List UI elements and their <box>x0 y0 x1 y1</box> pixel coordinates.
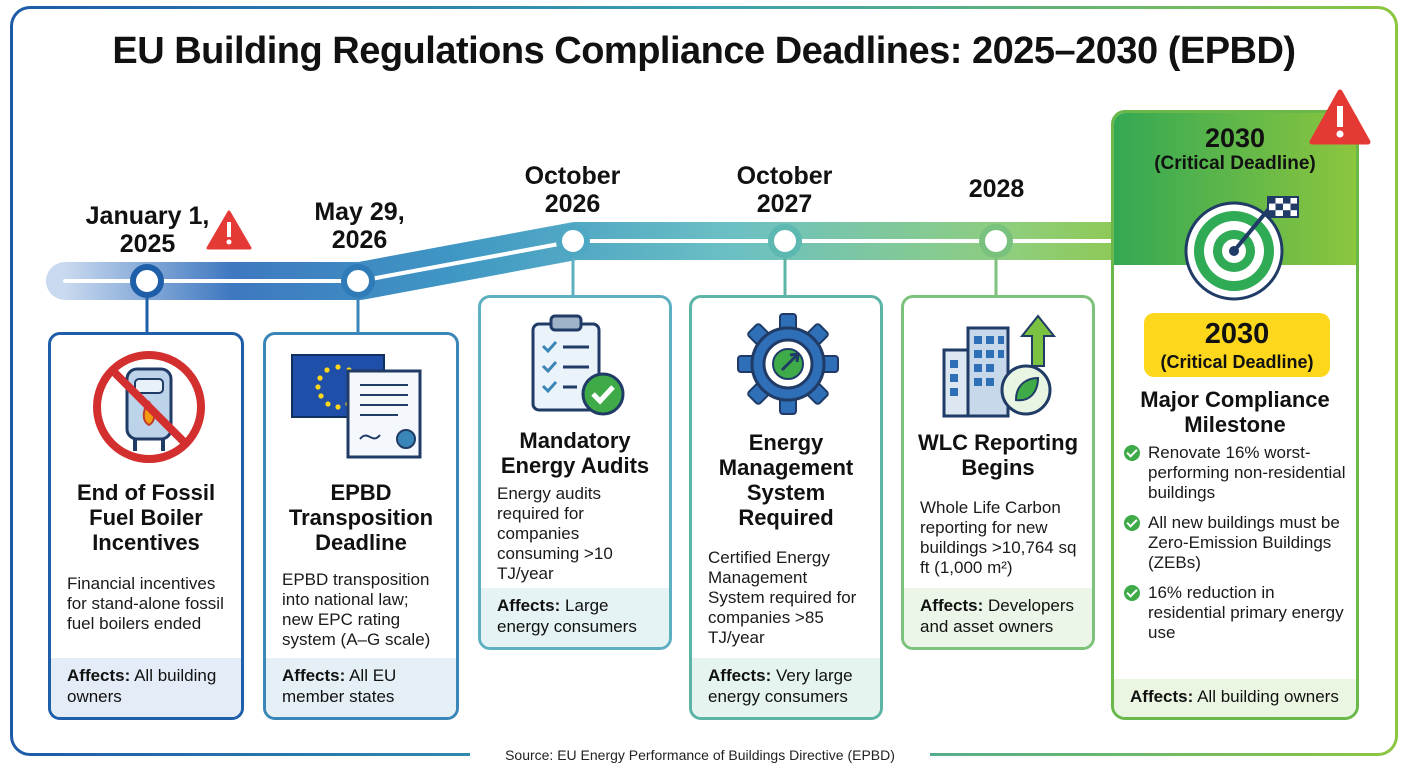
milestone-heading: End of Fossil Fuel Boiler Incentives <box>76 480 216 555</box>
clipboard-check-icon <box>531 314 625 416</box>
milestone-card-5: WLC Reporting Begins Whole Life Carbon r… <box>901 295 1095 650</box>
date-2: May 29,2026 <box>314 198 405 254</box>
milestone-card-2: EPBD Transposition Deadline EPBD transpo… <box>263 332 459 720</box>
milestone-heading: Energy Management System Required <box>718 430 854 530</box>
milestone-text: Financial incentives for stand-alone fos… <box>67 574 224 633</box>
source-note: Source: EU Energy Performance of Buildin… <box>470 744 930 766</box>
milestone-card-1: End of Fossil Fuel Boiler Incentives Fin… <box>48 332 244 720</box>
milestone-card-3: Mandatory Energy Audits Energy audits re… <box>478 295 672 650</box>
milestone-text: EPBD transposition into national law; ne… <box>282 570 431 649</box>
critical-warning-icon <box>1309 89 1371 145</box>
check-icon <box>1124 445 1140 461</box>
target-flag-icon <box>1184 196 1299 301</box>
timeline-node-3 <box>556 224 590 258</box>
affects-row: Affects: All EU member states <box>266 658 456 717</box>
milestone-heading: EPBD Transposition Deadline <box>288 480 434 555</box>
affects-row: Affects: All building owners <box>1114 679 1356 717</box>
timeline-node-5 <box>979 224 1013 258</box>
final-bullets: Renovate 16% worst-performing non-reside… <box>1124 443 1348 653</box>
check-icon <box>1124 585 1140 601</box>
final-subtitle: (Critical Deadline) <box>1154 153 1316 174</box>
milestone-text: Energy audits required for companies con… <box>497 484 613 583</box>
check-icon <box>1124 515 1140 531</box>
list-item: All new buildings must be Zero-Emission … <box>1124 513 1348 573</box>
no-boiler-icon <box>93 351 205 463</box>
milestone-card-final: 2030 (Critical Deadline) 2030 (Critical … <box>1111 110 1359 720</box>
milestone-heading: Major Compliance Milestone <box>1140 387 1330 437</box>
critical-deadline-badge: 2030 (Critical Deadline) <box>1144 313 1330 377</box>
timeline-node-4 <box>768 224 802 258</box>
milestone-card-4: Energy Management System Required Certif… <box>689 295 883 720</box>
list-item: Renovate 16% worst-performing non-reside… <box>1124 443 1348 503</box>
list-item: 16% reduction in residential primary ene… <box>1124 583 1348 643</box>
milestone-text: Certified Energy Management System requi… <box>708 548 857 647</box>
timeline-line <box>63 239 1182 283</box>
eu-flag-document-icon <box>291 354 422 459</box>
building-leaf-icon <box>942 314 1057 418</box>
timeline-node-2 <box>341 264 375 298</box>
affects-row: Affects: Large energy consumers <box>481 588 669 647</box>
milestone-heading: WLC Reporting Begins <box>917 430 1079 480</box>
final-year: 2030 <box>1204 123 1266 153</box>
gear-icon <box>737 313 839 415</box>
date-5: 2028 <box>968 175 1025 203</box>
affects-row: Affects: Very large energy consumers <box>692 658 880 717</box>
milestone-heading: Mandatory Energy Audits <box>500 428 650 478</box>
date-1: January 1,2025 <box>85 202 210 258</box>
affects-row: Affects: Developers and asset owners <box>904 588 1092 647</box>
warning-icon <box>206 210 252 250</box>
timeline-node-1 <box>130 264 164 298</box>
page-title: EU Building Regulations Compliance Deadl… <box>112 30 1296 72</box>
milestone-text: Whole Life Carbon reporting for new buil… <box>920 498 1077 577</box>
affects-row: Affects: All building owners <box>51 658 241 717</box>
